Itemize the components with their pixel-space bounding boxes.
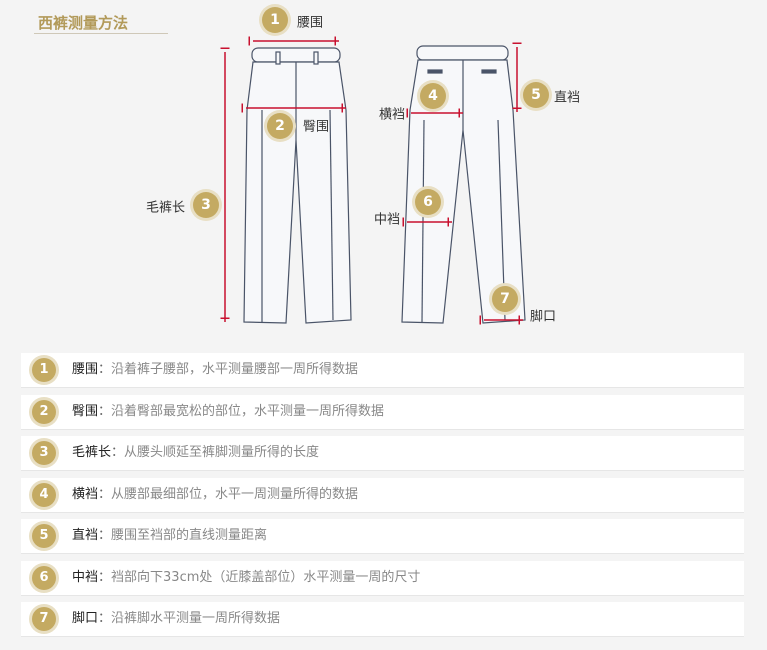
list-item: 6 中裆：裆部向下33cm处（近膝盖部位）水平测量一周的尺寸 bbox=[21, 560, 744, 596]
number-badge: 3 bbox=[32, 441, 56, 465]
diagram-label-length: 毛裤长 bbox=[146, 200, 186, 216]
diagram-label-knee: 中裆 bbox=[374, 212, 401, 228]
list-item: 2 臀围：沿着臀部最宽松的部位，水平测量一周所得数据 bbox=[21, 394, 744, 430]
item-description: 腰围至裆部的直线测量距离 bbox=[111, 528, 268, 543]
item-separator: ： bbox=[98, 362, 112, 377]
diagram-label-hip: 臀围 bbox=[303, 119, 330, 135]
number-badge: 5 bbox=[32, 524, 56, 548]
badge-2: 2 bbox=[267, 113, 293, 139]
item-description: 从腰部最细部位，水平一周测量所得的数据 bbox=[111, 486, 359, 502]
badge-1: 1 bbox=[262, 7, 288, 33]
list-item: 5 直裆：腰围至裆部的直线测量距离 bbox=[21, 519, 744, 554]
badge-7: 7 bbox=[492, 286, 518, 312]
item-description: 沿着裤子腰部，水平测量腰部一周所得数据 bbox=[111, 362, 359, 377]
badge-6: 6 bbox=[415, 189, 441, 215]
diagram-label-thigh: 横裆 bbox=[379, 107, 406, 123]
list-item: 7 脚口：沿裤脚水平测量一周所得数据 bbox=[21, 602, 744, 637]
back-trousers bbox=[401, 45, 526, 324]
item-separator: ： bbox=[98, 486, 112, 502]
diagram-label-rise: 直裆 bbox=[554, 90, 581, 106]
title-divider bbox=[34, 33, 168, 34]
diagram-label-waist: 腰围 bbox=[297, 15, 324, 31]
number-badge: 6 bbox=[32, 565, 56, 590]
item-name: 腰围 bbox=[72, 362, 99, 377]
item-separator: ： bbox=[111, 445, 125, 460]
measure-lines bbox=[225, 41, 523, 322]
item-separator: ： bbox=[98, 403, 112, 419]
number-badge: 1 bbox=[32, 358, 56, 382]
item-name: 毛裤长 bbox=[72, 445, 112, 460]
badge-5: 5 bbox=[523, 82, 549, 108]
item-separator: ： bbox=[98, 569, 112, 585]
trousers-diagram bbox=[0, 0, 526, 350]
item-description: 从腰头顺延至裤脚测量所得的长度 bbox=[124, 445, 320, 460]
page-title: 西裤测量方法 bbox=[38, 14, 129, 32]
item-description: 沿着臀部最宽松的部位，水平测量一周所得数据 bbox=[111, 403, 385, 419]
item-separator: ： bbox=[98, 528, 112, 543]
number-badge: 7 bbox=[32, 607, 56, 631]
front-trousers bbox=[243, 47, 352, 324]
item-name: 横裆 bbox=[72, 486, 99, 502]
number-badge: 2 bbox=[32, 399, 56, 424]
list-item: 1 腰围：沿着裤子腰部，水平测量腰部一周所得数据 bbox=[21, 353, 744, 388]
item-description: 裆部向下33cm处（近膝盖部位）水平测量一周的尺寸 bbox=[111, 569, 421, 585]
diagram-label-hem: 脚口 bbox=[530, 309, 557, 325]
item-description: 沿裤脚水平测量一周所得数据 bbox=[111, 611, 281, 626]
number-badge: 4 bbox=[32, 482, 56, 507]
list-item: 4 横裆：从腰部最细部位，水平一周测量所得的数据 bbox=[21, 477, 744, 513]
item-name: 臀围 bbox=[72, 403, 99, 419]
badge-3: 3 bbox=[193, 192, 219, 218]
item-name: 脚口 bbox=[72, 611, 99, 626]
badge-4: 4 bbox=[420, 83, 446, 109]
item-name: 直裆 bbox=[72, 528, 99, 543]
item-separator: ： bbox=[98, 611, 112, 626]
list-item: 3 毛裤长：从腰头顺延至裤脚测量所得的长度 bbox=[21, 436, 744, 471]
item-name: 中裆 bbox=[72, 569, 99, 585]
